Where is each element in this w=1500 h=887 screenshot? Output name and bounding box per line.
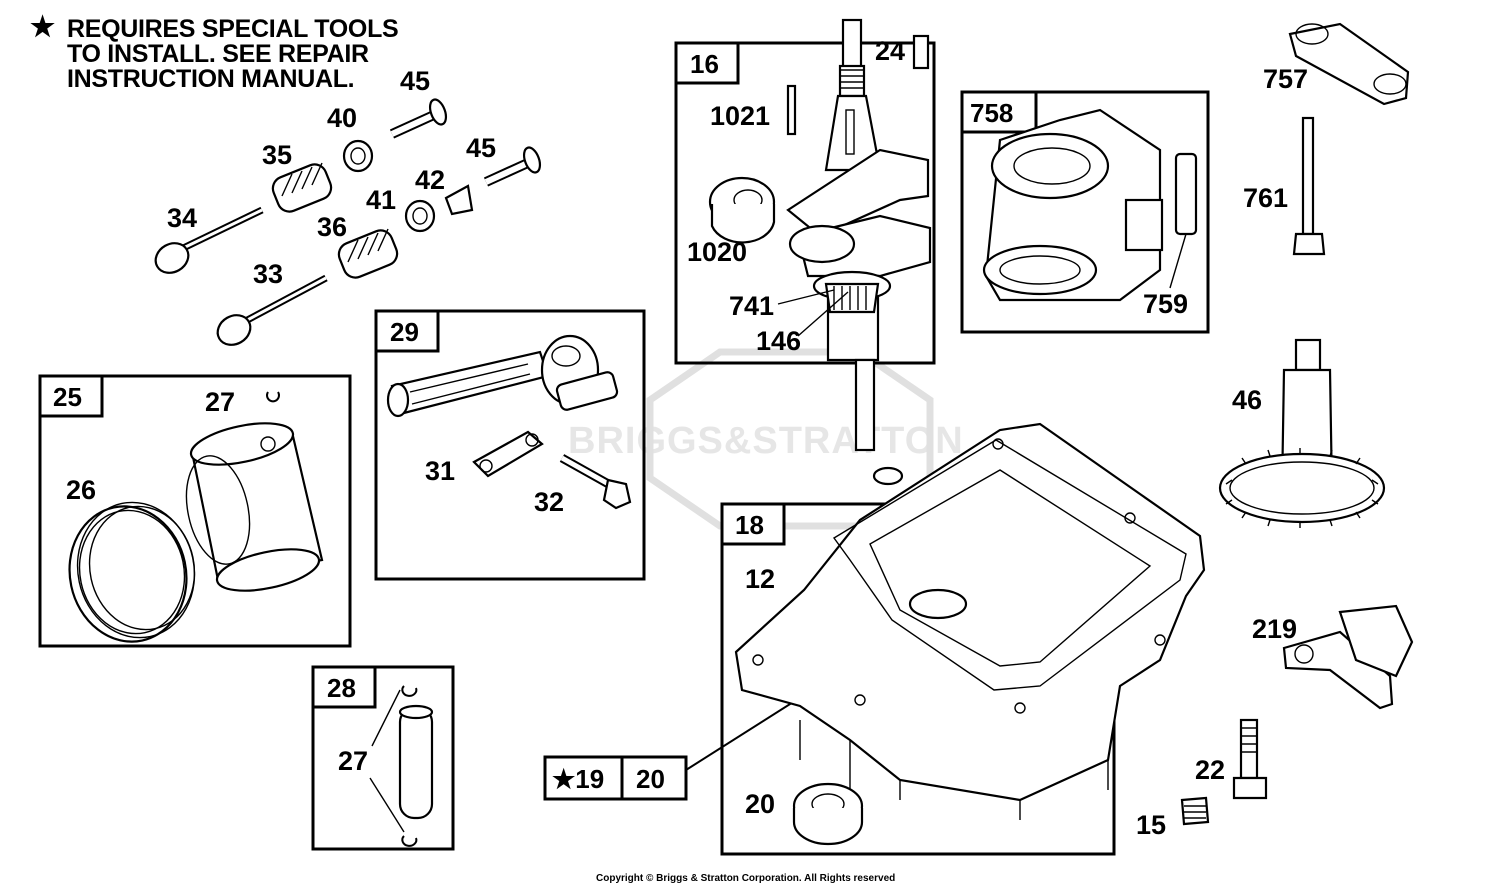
part-label-31: 31 <box>425 456 455 486</box>
note-line-3: INSTRUCTION MANUAL. <box>67 65 355 93</box>
group-label-18: 18 <box>735 510 764 540</box>
balancer-link-757 <box>1288 22 1410 106</box>
crank-gear-key-741 <box>777 289 849 337</box>
oil-seal-20 <box>792 782 864 846</box>
crankshaft-key-1021 <box>786 84 797 136</box>
group-tag-28 <box>311 665 377 709</box>
rod-cap-dipper-31 <box>472 430 544 478</box>
exhaust-valve-34 <box>154 206 264 274</box>
part-label-761: 761 <box>1243 183 1288 213</box>
part-label-24: 24 <box>875 36 905 66</box>
intake-valve-33 <box>216 274 328 346</box>
note-line-1: REQUIRES SPECIAL TOOLS <box>67 15 399 43</box>
group-label-29: 29 <box>390 317 419 347</box>
part-label-759: 759 <box>1143 289 1188 319</box>
key-24 <box>912 34 930 70</box>
piston-pin-28 <box>398 704 434 820</box>
valve-tappet-45-upper <box>389 98 448 139</box>
part-label-34: 34 <box>167 203 197 233</box>
part-label-40: 40 <box>327 103 357 133</box>
group-tag-29 <box>374 309 440 353</box>
brand-watermark: BRIGGS&STRATTON <box>568 420 964 462</box>
part-label-33: 33 <box>253 259 283 289</box>
balancer-assembly-758 <box>982 108 1164 302</box>
piston-ring-set-26 <box>68 501 196 643</box>
sump-bolt-22 <box>1232 718 1268 800</box>
drain-plug-15 <box>1180 796 1210 826</box>
rod-bolt-32 <box>559 454 632 510</box>
part-label-12: 12 <box>745 564 775 594</box>
copyright-notice: Copyright © Briggs & Stratton Corporatio… <box>596 873 896 884</box>
part-label-26: 26 <box>66 475 96 505</box>
counterweight-spacer-1020 <box>708 176 776 244</box>
group-label-758: 758 <box>970 98 1013 128</box>
group-label-25: 25 <box>53 382 82 412</box>
group-label-28: 28 <box>327 673 356 703</box>
group-box-758 <box>960 90 1210 334</box>
brand-watermark-emblem <box>646 348 934 530</box>
part-label-45: 45 <box>400 66 430 96</box>
part-label-46: 46 <box>1232 385 1262 415</box>
connecting-rod-29 <box>386 334 619 418</box>
part-label-741: 741 <box>729 291 774 321</box>
callout-label-20: 20 <box>636 764 665 794</box>
part-label-146: 146 <box>756 326 801 356</box>
valve-spring-36 <box>337 228 399 279</box>
group-box-16 <box>674 41 936 365</box>
piston-pin-lock-27-upper <box>266 391 280 403</box>
retainer-keeper-42 <box>444 184 474 216</box>
camshaft-46 <box>1218 338 1386 528</box>
part-label-219: 219 <box>1252 614 1297 644</box>
group-tag-16 <box>674 41 740 85</box>
part-label-22: 22 <box>1195 755 1225 785</box>
callout-label-19: ★19 <box>552 764 604 794</box>
governor-219 <box>1282 604 1414 710</box>
part-label-42: 42 <box>415 165 445 195</box>
group-box-29 <box>374 309 646 581</box>
crank-gear-146 <box>824 282 880 314</box>
part-label-15: 15 <box>1136 810 1166 840</box>
star-icon: ★ <box>30 11 55 42</box>
spring-retainer-41 <box>404 199 436 233</box>
part-label-757: 757 <box>1263 64 1308 94</box>
part-label-20: 20 <box>745 789 775 819</box>
spring-retainer-40 <box>342 139 374 173</box>
part-label-36: 36 <box>317 212 347 242</box>
valve-tappet-45-lower <box>483 146 542 187</box>
part-label-27-b: 27 <box>338 746 368 776</box>
sump-12 <box>734 422 1206 820</box>
note-line-2: TO INSTALL. SEE REPAIR <box>67 40 369 68</box>
part-label-41: 41 <box>366 185 396 215</box>
part-label-32: 32 <box>534 487 564 517</box>
piston-27 <box>185 422 324 592</box>
group-tag-25 <box>38 374 104 418</box>
group-label-16: 16 <box>690 49 719 79</box>
part-label-45-b: 45 <box>466 133 496 163</box>
callout-box-19 <box>543 755 624 801</box>
valve-spring-35 <box>271 162 333 213</box>
balancer-pin-759 <box>1169 152 1198 289</box>
group-box-25 <box>38 374 352 648</box>
part-label-35: 35 <box>262 140 292 170</box>
group-box-28 <box>311 665 455 851</box>
link-bolt-761 <box>1292 116 1326 256</box>
part-label-1020: 1020 <box>687 237 747 267</box>
part-label-1021: 1021 <box>710 101 770 131</box>
callout-box-20 <box>620 755 688 801</box>
piston-pin-lock-27-pair <box>369 685 418 847</box>
group-tag-18 <box>720 502 786 546</box>
group-tag-758 <box>960 90 1038 134</box>
part-label-27: 27 <box>205 387 235 417</box>
